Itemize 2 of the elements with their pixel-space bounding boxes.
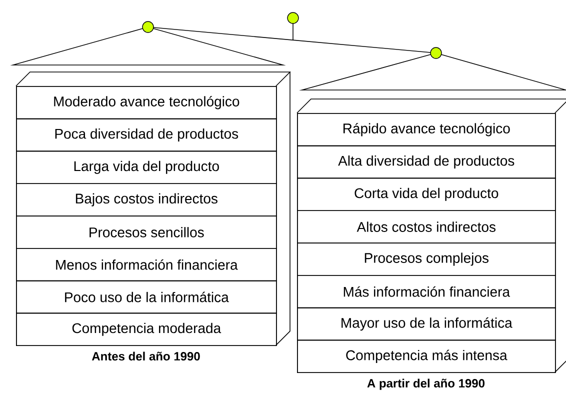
stack-label: Antes del año 1990 xyxy=(92,352,200,361)
stack-label: A partir del año 1990 xyxy=(367,378,485,390)
